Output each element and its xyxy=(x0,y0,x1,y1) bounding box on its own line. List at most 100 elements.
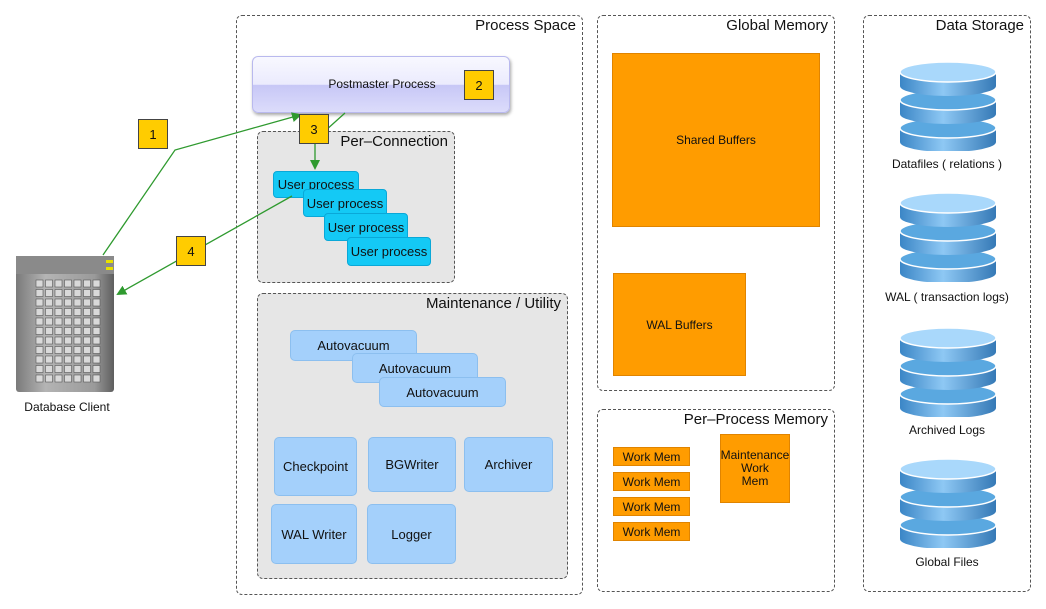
server-window xyxy=(92,298,101,307)
server-window xyxy=(35,346,44,354)
server-window xyxy=(64,355,72,364)
server-window xyxy=(92,279,101,288)
shared-buffers[interactable]: Shared Buffers xyxy=(612,53,820,227)
cylinder-top xyxy=(899,192,997,214)
server-window xyxy=(54,336,63,345)
server-window xyxy=(64,374,72,383)
server-window xyxy=(54,327,63,335)
global-files-label: Global Files xyxy=(915,555,979,569)
server-window xyxy=(83,346,91,354)
server-window xyxy=(35,365,44,373)
work-mem-2[interactable]: Work Mem xyxy=(613,472,690,491)
server-window xyxy=(45,327,53,335)
server-window xyxy=(73,374,82,383)
server-window xyxy=(35,279,44,288)
work-mem-1[interactable]: Work Mem xyxy=(613,447,690,466)
server-window xyxy=(64,327,72,335)
server-window xyxy=(64,298,72,307)
server-window xyxy=(54,308,63,316)
logger[interactable]: Logger xyxy=(367,504,456,564)
maintenance-work-mem-line-1: Maintenance xyxy=(720,448,790,462)
server-window xyxy=(45,279,53,288)
server-window xyxy=(73,317,82,326)
process-space-title: Process Space xyxy=(475,17,576,34)
work-mem-4[interactable]: Work Mem xyxy=(613,522,690,541)
server-window xyxy=(54,374,63,383)
maintenance-work-mem[interactable]: Maintenance Work Mem xyxy=(720,434,790,503)
server-window xyxy=(73,298,82,307)
server-window xyxy=(92,317,101,326)
server-window xyxy=(73,336,82,345)
server-window xyxy=(83,317,91,326)
archived-logs-database-icon xyxy=(896,322,1000,418)
server-window xyxy=(92,289,101,297)
server-window xyxy=(73,279,82,288)
server-window xyxy=(92,308,101,316)
server-window xyxy=(35,374,44,383)
archiver[interactable]: Archiver xyxy=(464,437,553,492)
user-process-2[interactable]: User process xyxy=(303,189,387,217)
datafiles-label: Datafiles ( relations ) xyxy=(891,157,1003,171)
user-process-4[interactable]: User process xyxy=(347,237,431,266)
global-files-database-icon xyxy=(896,453,1000,549)
database-client xyxy=(14,254,118,394)
user-process-3[interactable]: User process xyxy=(324,213,408,241)
work-mem-3[interactable]: Work Mem xyxy=(613,497,690,516)
bgwriter[interactable]: BGWriter xyxy=(368,437,456,492)
cylinder-top xyxy=(899,327,997,349)
badge-1: 1 xyxy=(138,119,168,149)
server-window xyxy=(64,365,72,373)
server-window xyxy=(54,317,63,326)
server-window xyxy=(83,374,91,383)
server-window xyxy=(73,289,82,297)
server-window xyxy=(54,346,63,354)
server-window xyxy=(73,327,82,335)
server-window xyxy=(92,374,101,383)
server-window xyxy=(83,298,91,307)
server-window xyxy=(83,355,91,364)
wal-label: WAL ( transaction logs) xyxy=(885,290,1009,304)
server-window xyxy=(35,298,44,307)
server-window xyxy=(35,289,44,297)
server-window xyxy=(83,279,91,288)
server-window xyxy=(64,289,72,297)
maintenance-title: Maintenance / Utility xyxy=(425,295,561,312)
wal-buffers[interactable]: WAL Buffers xyxy=(613,273,746,376)
server-window xyxy=(54,289,63,297)
checkpoint[interactable]: Checkpoint xyxy=(274,437,357,496)
server-window xyxy=(73,365,82,373)
maintenance-work-mem-line-3: Mem xyxy=(741,474,769,488)
server-window xyxy=(54,355,63,364)
server-window xyxy=(64,336,72,345)
cylinder-top xyxy=(899,61,997,83)
postmaster-label: Postmaster Process xyxy=(328,77,436,91)
archived-logs-label: Archived Logs xyxy=(908,423,986,437)
database-client-label: Database Client xyxy=(24,400,110,414)
autovacuum-3[interactable]: Autovacuum xyxy=(379,377,506,407)
server-window xyxy=(35,327,44,335)
badge-4: 4 xyxy=(176,236,206,266)
server-window xyxy=(83,327,91,335)
maintenance-work-mem-line-2: Work xyxy=(741,461,769,475)
wal-database-icon xyxy=(896,187,1000,283)
server-window xyxy=(45,374,53,383)
cylinder-top xyxy=(899,458,997,480)
wal-writer[interactable]: WAL Writer xyxy=(271,504,357,564)
server-window xyxy=(45,346,53,354)
server-window xyxy=(54,298,63,307)
badge-3: 3 xyxy=(299,114,329,144)
server-window xyxy=(35,308,44,316)
server-window xyxy=(45,289,53,297)
server-window xyxy=(54,365,63,373)
server-window xyxy=(64,279,72,288)
server-window xyxy=(45,355,53,364)
server-window xyxy=(45,336,53,345)
server-window xyxy=(83,336,91,345)
datafiles-database-icon xyxy=(896,56,1000,152)
server-window xyxy=(64,317,72,326)
server-window xyxy=(35,317,44,326)
server-window xyxy=(35,336,44,345)
server-window xyxy=(83,308,91,316)
server-window xyxy=(92,355,101,364)
server-window xyxy=(73,346,82,354)
